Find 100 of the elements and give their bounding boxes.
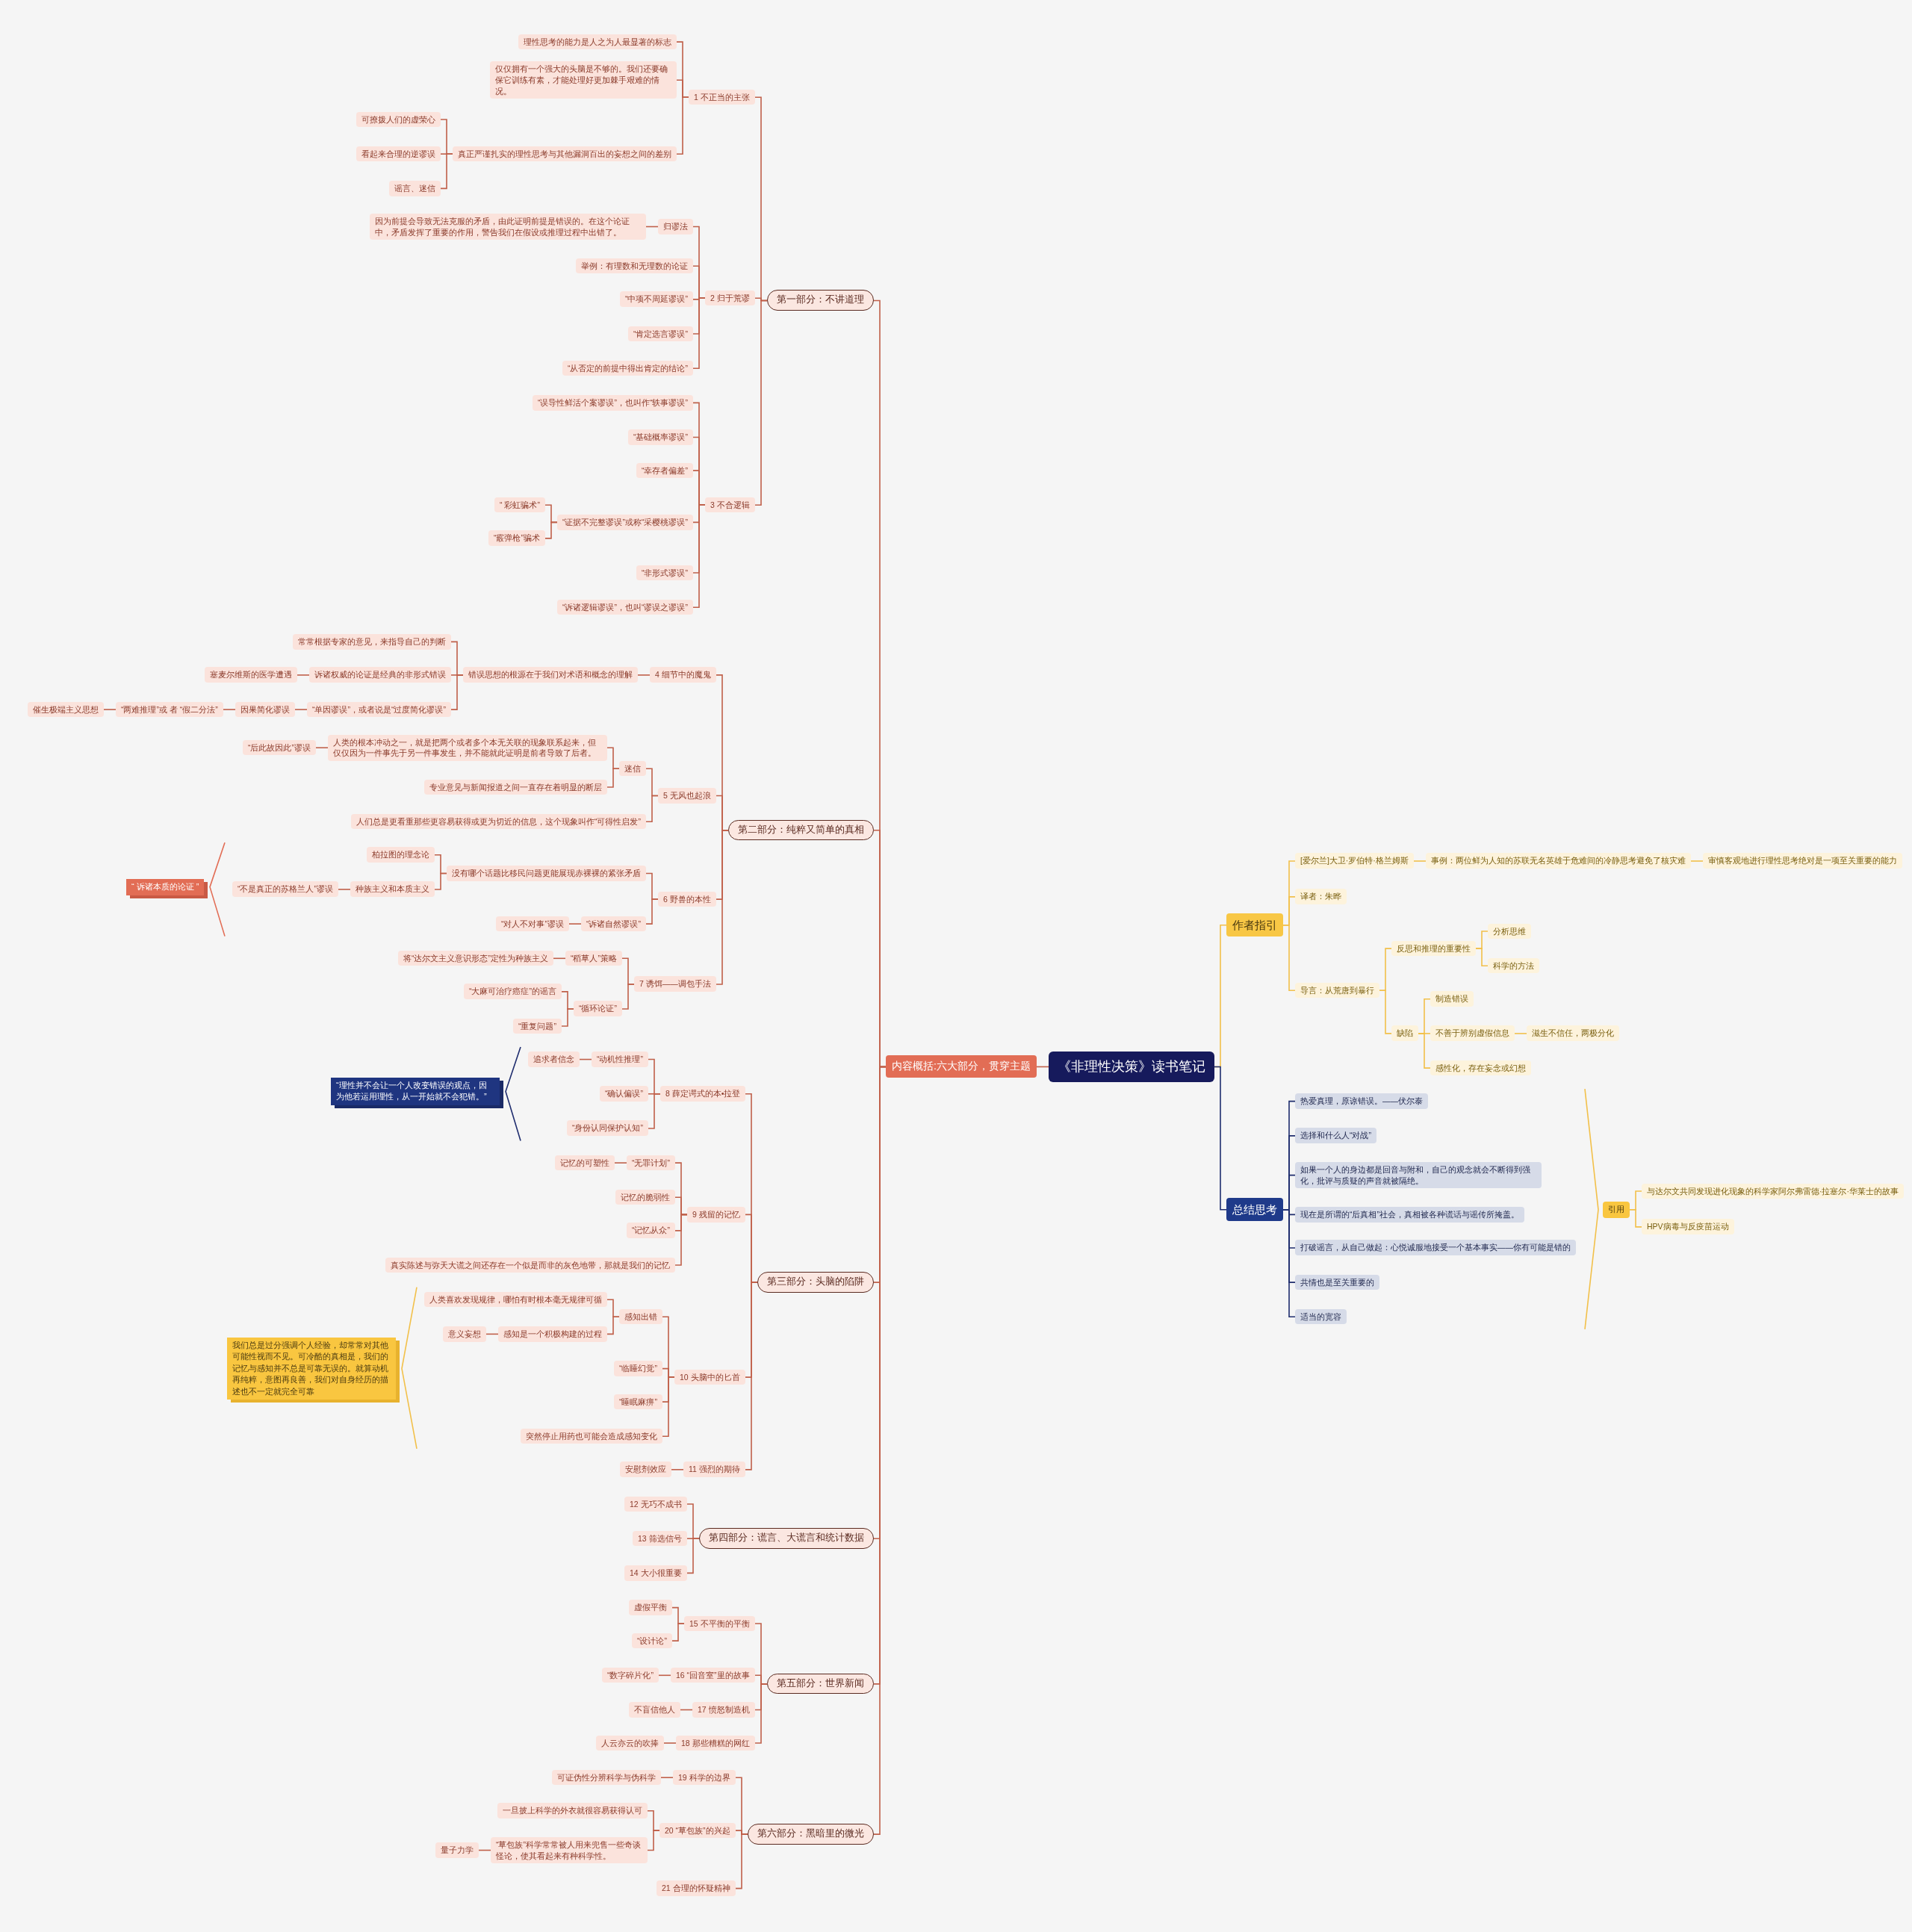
topic-box: [533, 394, 693, 411]
topic-label: 第一部分：不讲道理: [777, 293, 864, 307]
topic-label: 可证伪性分辨科学与伪科学: [557, 1771, 656, 1783]
topic-box: [614, 1361, 662, 1376]
connector-line: [660, 1777, 674, 1778]
topic-box: [671, 1667, 755, 1683]
topic-label: 事例：两位鲜为人知的苏联无名英雄于危难间的冷静思考避免了核灾难: [1431, 855, 1686, 867]
topic-label: “不是真正的苏格兰人”谬误: [238, 883, 333, 895]
topic-box: [497, 1803, 648, 1818]
topic-box: [581, 916, 646, 932]
topic-label: 13 筛选信号: [638, 1532, 682, 1544]
topic-label: “幸存者偏差”: [642, 465, 688, 476]
topic-label: 感知是一个积极构建的过程: [503, 1328, 602, 1340]
topic-label: “证据不完整谬误”或称“采樱桃谬误”: [562, 516, 688, 528]
topic-label: “数字碎片化”: [607, 1669, 654, 1681]
topic-label: 感性化，存在妄念或幻想: [1435, 1062, 1526, 1074]
topic-box: [453, 146, 677, 162]
topic-label: 2 归于荒谬: [710, 292, 750, 304]
topic-label: 不盲信他人: [634, 1704, 675, 1715]
topic-box: [1703, 853, 1902, 869]
topic-box: [576, 258, 693, 274]
topic-label: 理性思考的能力是人之为人最显著的标志: [524, 36, 671, 48]
topic-box: [562, 360, 693, 376]
topic-label: 分析思维: [1493, 925, 1526, 937]
topic-label: “理性并不会让一个人改变错误的观点，因为他若运用理性，从一开始就不会犯错。”: [336, 1079, 488, 1103]
topic-box: [205, 667, 297, 683]
topic-label: “草包族”科学常常被人用来兜售一些奇谈怪论，使其看起来有种科学性。: [496, 1839, 642, 1862]
topic-label: 仅仅拥有一个强大的头脑是不够的。我们还要确保它训练有素，才能处理好更加棘手艰难的情况。: [495, 63, 668, 97]
connector-line: [103, 709, 117, 710]
topic-box: [628, 429, 693, 445]
topic-label: “动机性推理”: [597, 1054, 643, 1065]
topic-label: “对人不对事”谬误: [501, 918, 564, 930]
connector-line: [716, 829, 729, 985]
topic-label: 记忆的脆弱性: [621, 1191, 670, 1203]
topic-label: “诉诸逻辑谬误”，也叫“谬误之谬误”: [562, 601, 688, 613]
topic-label: 第四部分：谎言、大谎言和统计数据: [709, 1532, 864, 1545]
topic-box: [496, 916, 569, 932]
topic-box: [567, 1120, 648, 1137]
topic-label: 感知出错: [624, 1311, 657, 1323]
topic-box: [1426, 853, 1691, 869]
topic-box: [1642, 1183, 1904, 1199]
connector-line: [606, 768, 620, 788]
topic-box: [367, 847, 435, 863]
topic-label: 种族主义和本质主义: [356, 883, 429, 895]
connector-line: [614, 1162, 627, 1164]
topic-label: 人云亦云的吹捧: [601, 1737, 659, 1749]
topic-label: 安慰剂效应: [625, 1464, 666, 1475]
topic-label: 内容概括:六大部分，贯穿主题: [892, 1059, 1031, 1074]
topic-label: “两难推理”或 者 “假二分法”: [121, 703, 218, 715]
topic-box: [683, 1462, 745, 1477]
topic-box: [293, 633, 451, 650]
topic-box: [490, 61, 677, 99]
topic-label: 16 “回音室”里的故事: [676, 1669, 750, 1681]
section-topic: [748, 1824, 874, 1845]
topic-label: 20 “草包族”的兴起: [665, 1824, 730, 1836]
topic-label: 制造错误: [1435, 993, 1468, 1004]
topic-label: 虚假平衡: [634, 1602, 667, 1613]
topic-label: “误导性鲜活个案谬误”，也叫作“轶事谬误”: [538, 397, 688, 409]
topic-box: [351, 813, 646, 830]
topic-box: [1488, 957, 1539, 974]
topic-box: [463, 667, 638, 683]
topic-box: [658, 788, 716, 804]
topic-box: [627, 1223, 675, 1238]
connector-line: [754, 299, 768, 506]
topic-box: [1295, 1128, 1376, 1143]
topic-box: [619, 760, 646, 777]
topic-box: [1295, 1308, 1347, 1325]
topic-box: [521, 1428, 662, 1444]
topic-box: [1430, 1060, 1531, 1076]
topic-label: “无罪计划”: [632, 1157, 670, 1169]
section-topic: [767, 290, 874, 311]
topic-label: 人类的根本冲动之一，就是把两个或者多个本无关联的现象联系起来，但仅仅因为一件事先于另一件事发生，并不能就此证明是前者导致了后者。: [333, 736, 597, 760]
connector-line: [297, 674, 310, 676]
section-topic: [757, 1272, 874, 1293]
topic-box: [628, 326, 693, 342]
connector-line: [645, 795, 659, 822]
topic-box: [1295, 1093, 1428, 1109]
topic-box: [624, 1496, 687, 1512]
topic-label: “ 彩虹骗术”: [500, 499, 540, 511]
topic-label: 14 大小很重要: [630, 1567, 682, 1579]
topic-box: [615, 1189, 675, 1205]
topic-label: 总结思考: [1232, 1202, 1277, 1218]
topic-label: 将“达尔文主义意识形态”定性为种族主义: [403, 952, 548, 964]
topic-box: [1430, 1025, 1515, 1042]
topic-box: [624, 1565, 687, 1581]
topic-box: [447, 866, 646, 881]
topic-label: 11 强烈的期待: [689, 1464, 740, 1475]
connector-line: [658, 1674, 671, 1677]
connector-line: [223, 709, 236, 710]
connector-line: [637, 674, 651, 676]
topic-box: [627, 1155, 675, 1171]
topic-label: 《非理性决策》读书笔记: [1058, 1057, 1205, 1075]
topic-label: 记忆的可塑性: [560, 1157, 609, 1169]
topic-label: 真正严谨扎实的理性思考与其他漏洞百出的妄想之间的差别: [458, 148, 671, 160]
topic-box: [491, 1837, 648, 1864]
connector-line: [338, 889, 351, 890]
connector-line: [544, 521, 558, 539]
topic-box: [705, 497, 755, 513]
connector-line: [440, 153, 453, 190]
topic-box: [687, 1206, 745, 1223]
